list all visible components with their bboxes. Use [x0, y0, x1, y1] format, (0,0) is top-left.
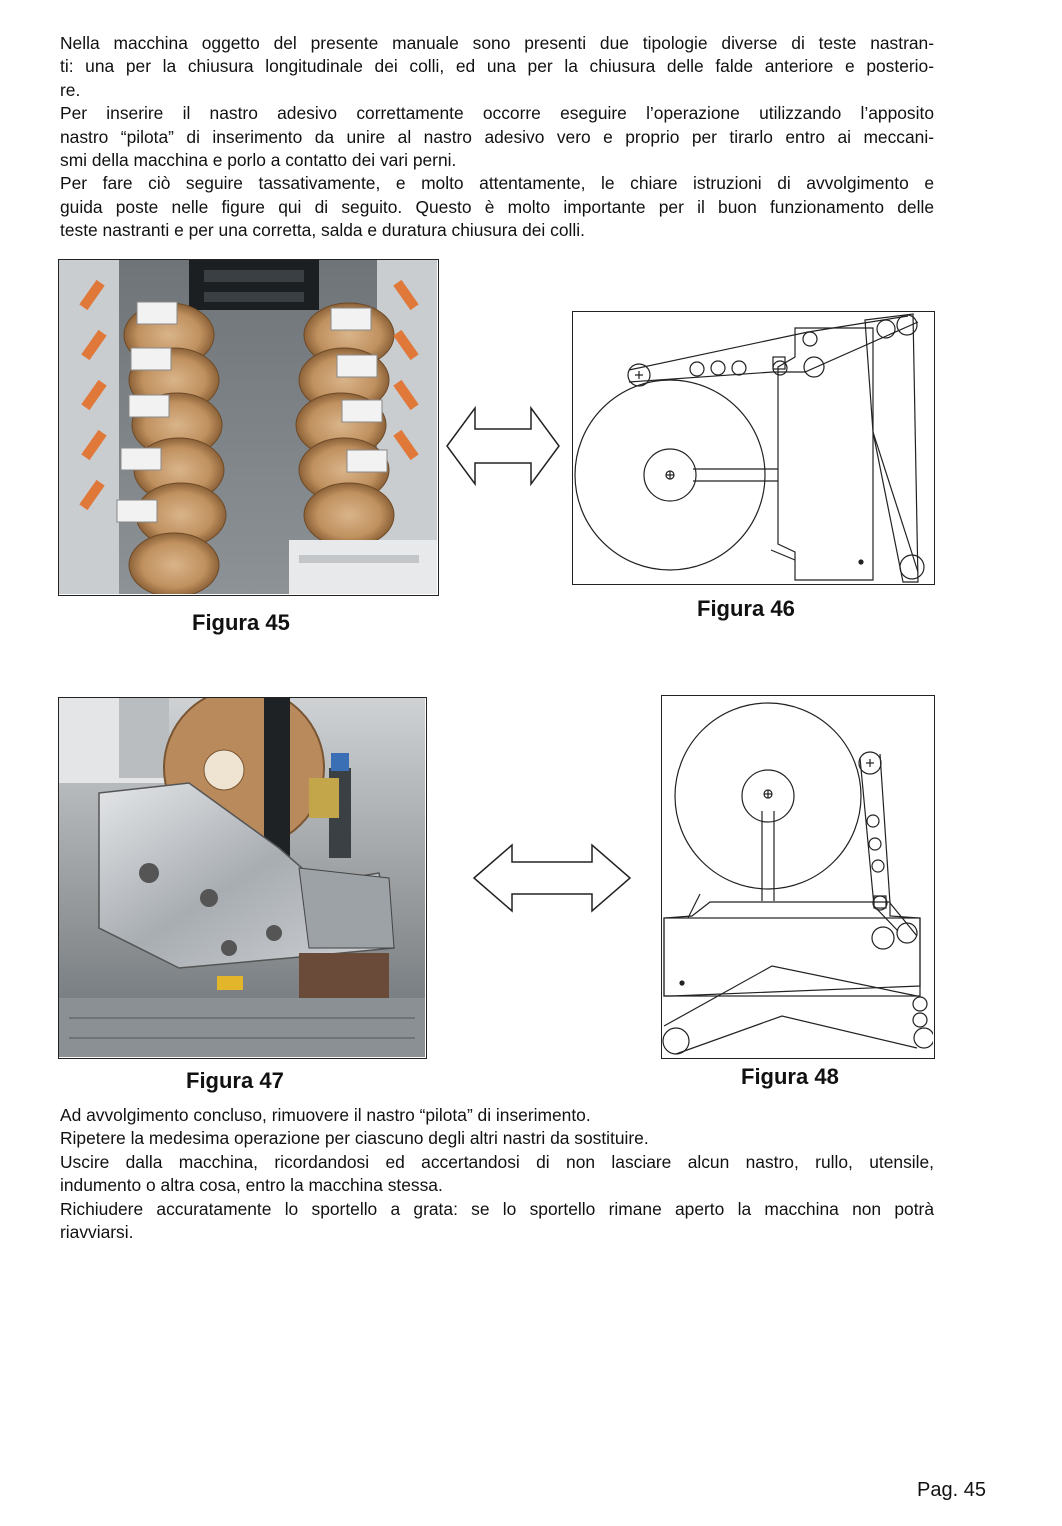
intro-line-5: nastro “pilota” di inserimento da unire … [60, 126, 934, 147]
figure-45-photo [58, 259, 439, 596]
tape-head-side-view-illustration [59, 698, 425, 1057]
tape-path-diagram-46 [574, 313, 925, 583]
intro-line-8: guida poste nelle figure qui di seguito.… [60, 196, 934, 217]
outro-line-5: Richiudere accuratamente lo sportello a … [60, 1198, 934, 1219]
page-number: Pag. 45 [917, 1479, 986, 1501]
outro-paragraph: Ad avvolgimento concluso, rimuovere il n… [60, 1104, 934, 1244]
tape-heads-top-view-illustration [59, 260, 437, 594]
intro-line-2: ti: una per la chiusura longitudinale de… [60, 56, 934, 77]
figure-46-diagram [572, 311, 935, 585]
outro-line-2: Ripetere la medesima operazione per cias… [60, 1128, 649, 1149]
figure-46-caption: Figura 46 [697, 596, 795, 621]
figure-47-caption: Figura 47 [186, 1068, 284, 1093]
intro-paragraph: Nella macchina oggetto del presente manu… [60, 32, 934, 243]
outro-line-6: riavviarsi. [60, 1222, 134, 1243]
intro-line-9: teste nastranti e per una corretta, sald… [60, 220, 585, 241]
figure-47-photo [58, 697, 427, 1059]
double-arrow-icon [446, 405, 560, 487]
outro-line-1: Ad avvolgimento concluso, rimuovere il n… [60, 1105, 591, 1125]
intro-line-6: smi della macchina e porlo a contatto de… [60, 150, 457, 171]
figure-48-caption: Figura 48 [741, 1064, 839, 1089]
intro-line-1: Nella macchina oggetto del presente manu… [60, 33, 934, 53]
figure-45-caption: Figura 45 [192, 610, 290, 635]
intro-line-3: re. [60, 79, 81, 100]
outro-line-3: Uscire dalla macchina, ricordandosi ed a… [60, 1151, 934, 1172]
double-arrow-icon [472, 843, 632, 913]
intro-line-7: Per fare ciò seguire tassativamente, e m… [60, 173, 934, 194]
figure-48-diagram [661, 695, 935, 1059]
outro-line-4: indumento o altra cosa, entro la macchin… [60, 1175, 443, 1196]
tape-path-diagram-48 [662, 702, 933, 1055]
intro-line-4: Per inserire il nastro adesivo correttam… [60, 103, 934, 124]
